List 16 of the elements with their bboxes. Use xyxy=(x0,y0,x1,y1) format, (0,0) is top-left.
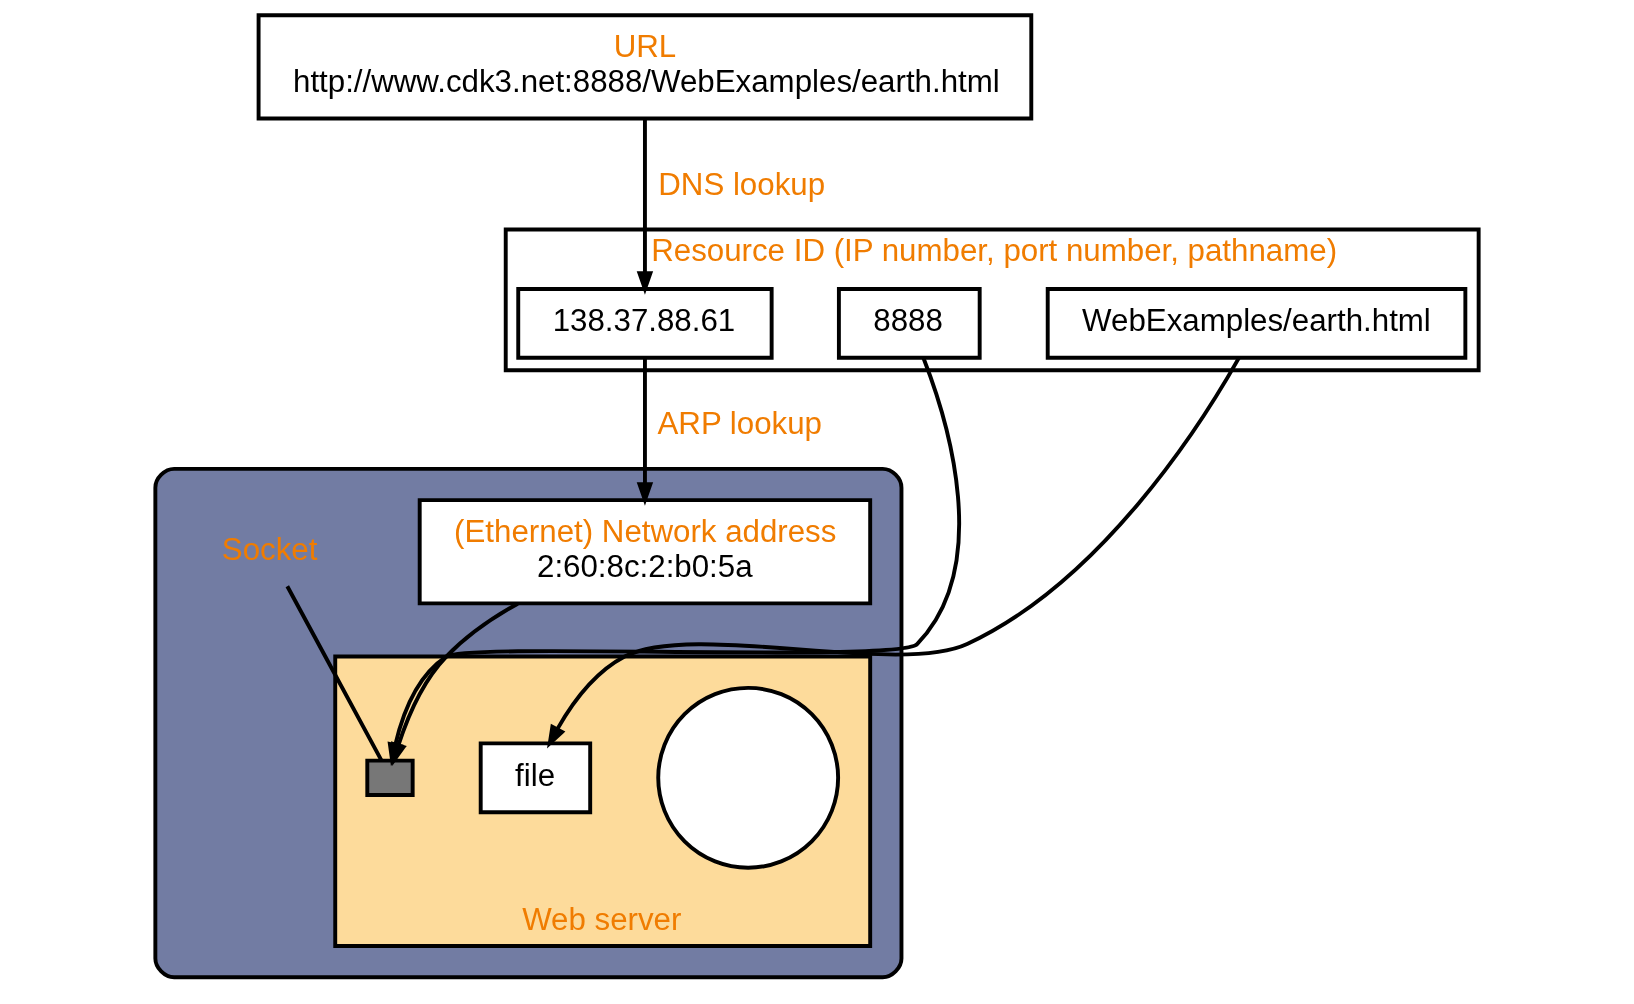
node-box: 8888 xyxy=(836,286,982,360)
node-box: URL http://www.cdk3.net:8888/WebExamples/earth.html xyxy=(256,12,1034,120)
node-box xyxy=(365,758,415,797)
arrow xyxy=(636,357,654,506)
node-box: 138.37.88.61 xyxy=(516,286,774,360)
node-text: Socket xyxy=(221,531,318,567)
node-circle xyxy=(656,685,841,870)
node-box: (Ethernet) Network address 2:60:8c:2:b0:5a xyxy=(417,497,873,605)
cluster xyxy=(153,466,904,979)
edge-label: DNS lookup xyxy=(658,166,826,202)
connector xyxy=(285,584,384,761)
arrow xyxy=(547,356,1241,748)
edge-label: ARP lookup xyxy=(657,405,822,441)
arrow xyxy=(636,118,654,295)
node-box: WebExamples/earth.html xyxy=(1045,286,1468,360)
node-box: file xyxy=(478,740,593,814)
